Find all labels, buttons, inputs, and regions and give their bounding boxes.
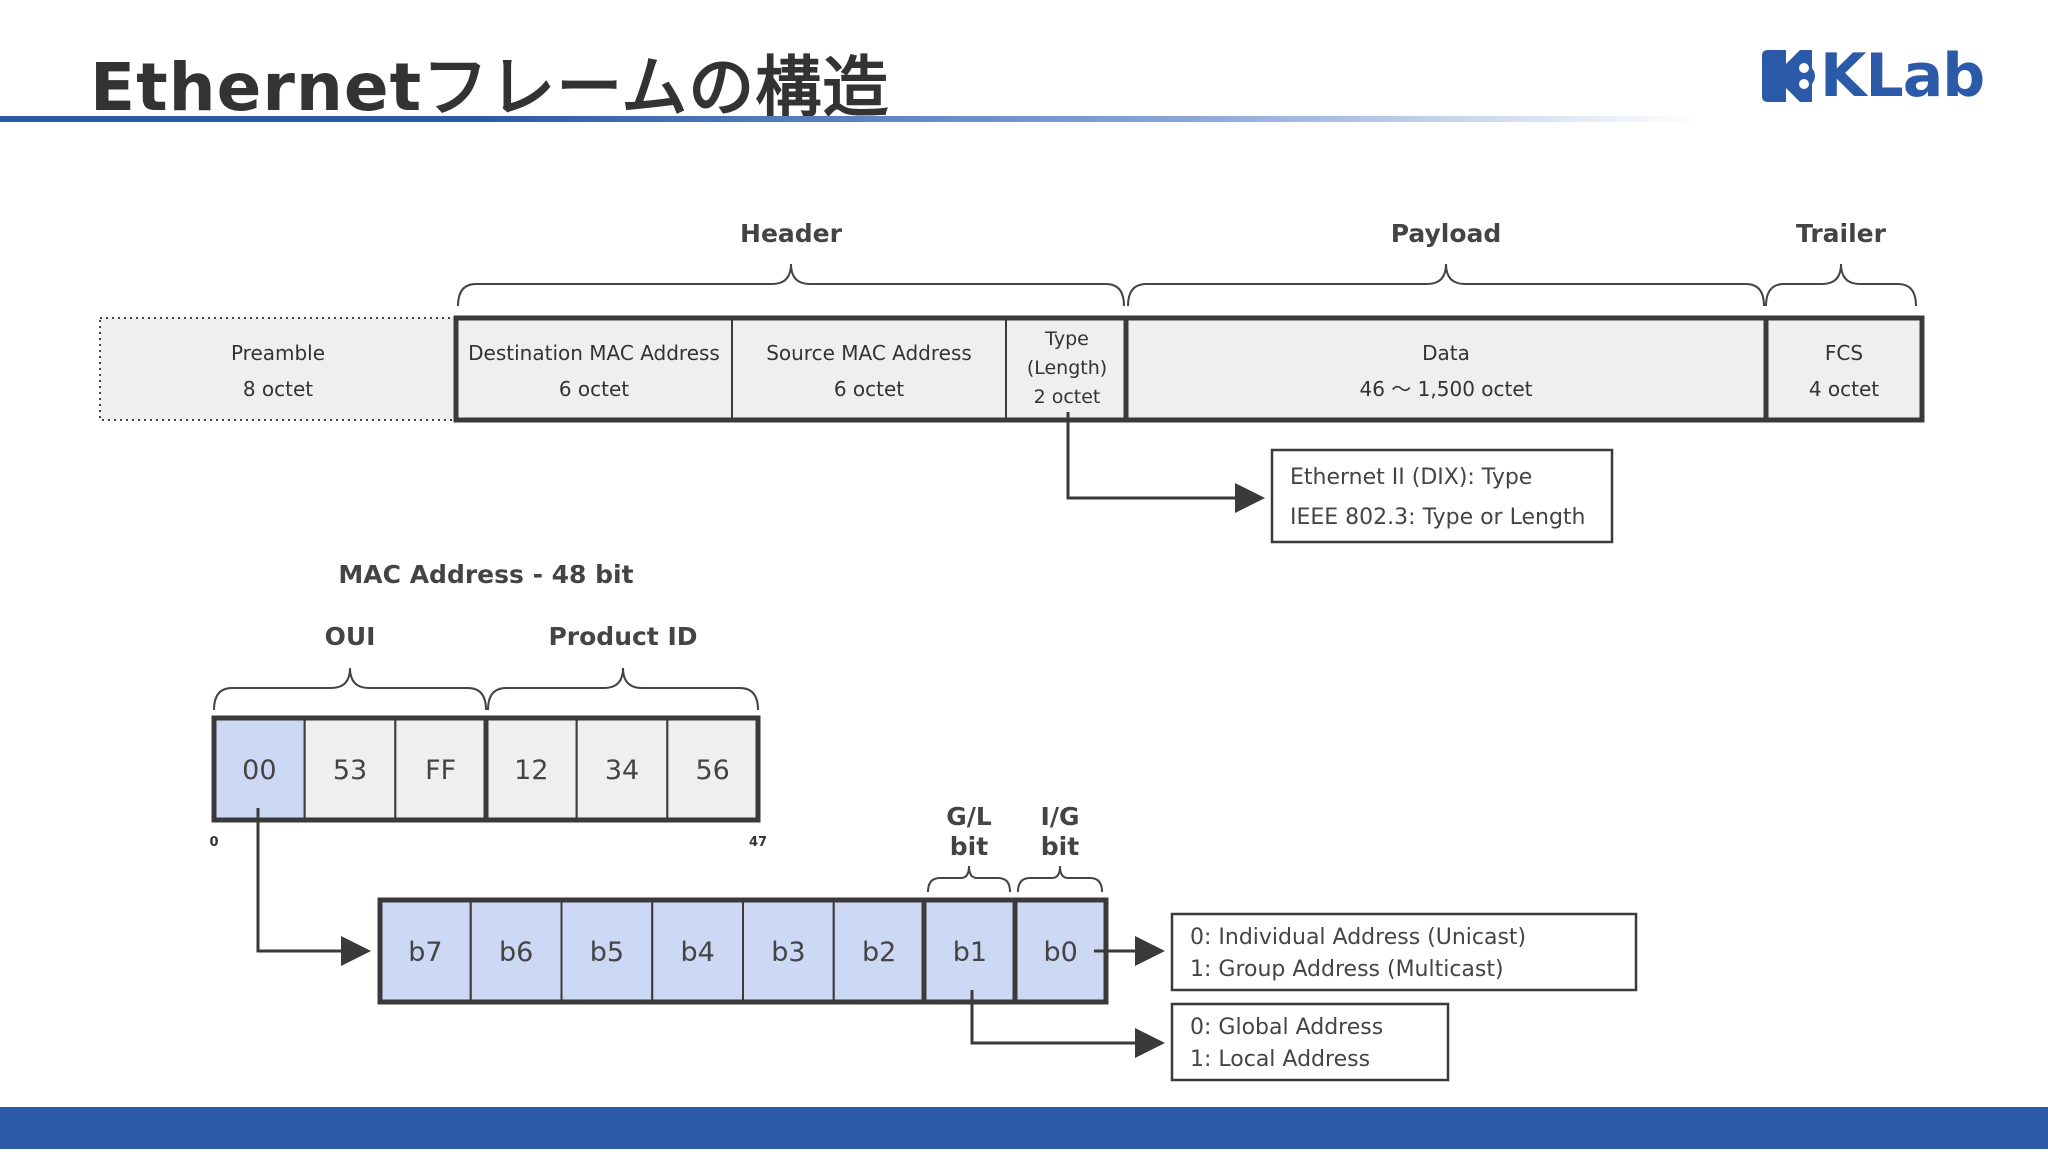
type-field [1005, 317, 1127, 421]
gl-bit-brace [927, 865, 1011, 893]
src-mac-field [731, 317, 1007, 421]
type-note-line2: IEEE 802.3: Type or Length [1290, 505, 1585, 530]
header-group-label: Header [740, 219, 843, 248]
preamble-size: 8 octet [243, 377, 313, 401]
ig-note-line2: 1: Group Address (Multicast) [1190, 957, 1504, 982]
data-field [1125, 317, 1767, 421]
type-note-box [1270, 448, 1614, 544]
title-underline [0, 116, 1700, 122]
mac-octet: 53 [333, 755, 367, 786]
trailer-group-label: Trailer [1796, 219, 1887, 248]
ig-bit-brace [1017, 865, 1103, 893]
header-brace [457, 263, 1125, 307]
klab-logo: KLab [1760, 44, 1996, 108]
gl-bit-label-line1: G/L [946, 802, 992, 831]
data-label: Data [1422, 341, 1470, 365]
type-size: 2 octet [1034, 386, 1101, 408]
mac-start-bit: 0 [209, 835, 218, 850]
klab-logo-icon [1762, 50, 1815, 102]
klab-logo-text: KLab [1820, 41, 1985, 111]
mac-address-title: MAC Address - 48 bit [338, 560, 633, 589]
footer-bar [0, 1107, 2048, 1149]
mac-octet-box [213, 717, 306, 821]
src-mac-label: Source MAC Address [766, 341, 972, 365]
payload-group-label: Payload [1391, 219, 1502, 248]
bit-cell: b0 [1043, 937, 1077, 968]
type-length-label: (Length) [1027, 357, 1107, 379]
ig-note-box [1170, 912, 1638, 992]
mac-octet: 00 [242, 755, 276, 786]
dst-mac-size: 6 octet [559, 377, 629, 401]
bit-cell: b6 [499, 937, 533, 968]
mac-octet: FF [425, 755, 456, 786]
gl-note-connector [970, 990, 1165, 1058]
preamble-label: Preamble [231, 341, 325, 365]
preamble-field [99, 317, 457, 421]
payload-brace [1127, 263, 1765, 307]
fcs-label: FCS [1825, 341, 1863, 365]
trailer-outline [1763, 315, 1925, 423]
bit-cell: b2 [862, 937, 896, 968]
ig-bit-label-line2: bit [1041, 832, 1079, 861]
gl-note-line1: 0: Global Address [1190, 1015, 1383, 1040]
data-size: 46 〜 1,500 octet [1360, 377, 1533, 401]
ig-note-line1: 0: Individual Address (Unicast) [1190, 925, 1526, 950]
mac-octet-box [394, 717, 488, 821]
product-id-brace [487, 667, 759, 711]
type-note-connector [1066, 412, 1265, 513]
product-id-label: Product ID [548, 622, 697, 651]
mac-octet: 56 [695, 755, 729, 786]
bit-cell: b1 [953, 937, 987, 968]
type-note-line1: Ethernet II (DIX): Type [1290, 465, 1532, 490]
mac-octet: 12 [514, 755, 548, 786]
octet-to-bits-connector [256, 808, 371, 966]
bit-cell: b4 [680, 937, 714, 968]
bit-cell-box [469, 899, 563, 1003]
gl-bit-label-line2: bit [950, 832, 988, 861]
type-label: Type [1044, 328, 1089, 350]
trailer-brace [1765, 263, 1917, 307]
oui-brace [213, 667, 487, 711]
bit-cell-box [832, 899, 926, 1003]
dst-mac-field [455, 317, 733, 421]
slide-title: Ethernetフレームの構造 [90, 49, 890, 126]
gl-note-line2: 1: Local Address [1190, 1047, 1370, 1072]
mac-end-bit: 47 [749, 835, 767, 850]
product-id-outline [483, 715, 761, 823]
ig-bit-label-line1: I/G [1041, 802, 1080, 831]
src-mac-size: 6 octet [834, 377, 904, 401]
bit-cell: b7 [408, 937, 442, 968]
bit-cell: b3 [771, 937, 805, 968]
dst-mac-label: Destination MAC Address [468, 341, 720, 365]
bit-cells: b7 b6 b5 b4 b3 b2 b1 b0 [379, 899, 1107, 1003]
bit-cell: b5 [590, 937, 624, 968]
mac-octet: 34 [605, 755, 639, 786]
oui-label: OUI [325, 622, 376, 651]
fcs-size: 4 octet [1809, 377, 1879, 401]
gl-note-box [1170, 1002, 1450, 1082]
mac-octet-cells: 00 53 FF 12 34 56 [213, 717, 759, 821]
fcs-field [1765, 317, 1923, 421]
